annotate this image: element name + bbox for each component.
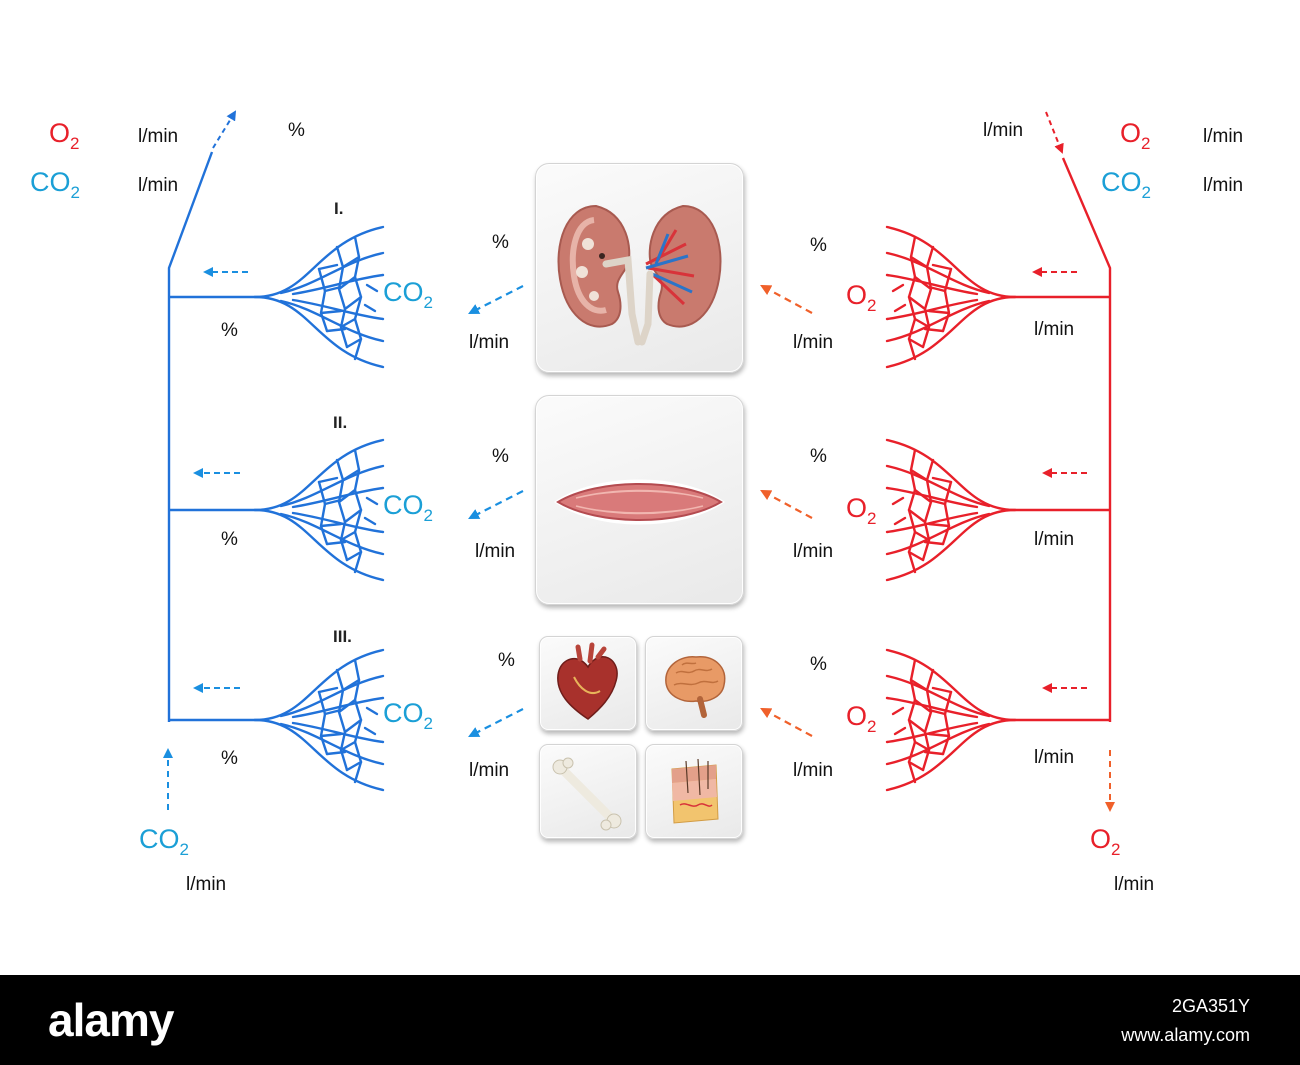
tissue-artery-unit: l/min (1034, 319, 1075, 340)
tissue-right-unit: l/min (793, 332, 834, 353)
arterial-inflow-arrow (1045, 111, 1064, 154)
tissue-left-percent: % (492, 232, 509, 253)
inflow-o2-unit: l/min (1203, 126, 1244, 147)
heart-icon (557, 642, 618, 720)
bone-tile (539, 744, 637, 839)
tissue-left-percent: % (492, 446, 509, 467)
tissue-left-unit: l/min (469, 332, 510, 353)
tissue-artery-unit: l/min (1034, 747, 1075, 768)
venous-outflow-arrow (212, 110, 237, 149)
tissue-right-percent: % (810, 235, 827, 256)
heart-tile (539, 636, 637, 731)
inflow-o2-label: O2 (1120, 118, 1151, 153)
stock-footer: alamy 2GA351Y www.alamy.com (0, 975, 1300, 1065)
tissue-numeral: I. (334, 199, 344, 218)
skin-tile (645, 744, 743, 839)
venous-trunk (167, 151, 255, 722)
outflow-o2-label: O2 (49, 118, 80, 153)
tissue-o2-label: O2 (846, 493, 877, 528)
o2-delivery-arrow (760, 284, 813, 314)
outflow-co2-label: CO2 (30, 167, 80, 202)
o2-delivery-arrow (760, 489, 813, 519)
tissue-co2-label: CO2 (383, 277, 433, 312)
o2-output-unit: l/min (1114, 874, 1155, 895)
outflow-o2-unit: l/min (138, 126, 179, 147)
co2-release-arrow (468, 490, 524, 519)
circulation-diagram (163, 110, 1115, 812)
tissue-right-unit: l/min (793, 541, 834, 562)
co2-input-label: CO2 (139, 824, 189, 859)
co2-release-arrow (468, 285, 524, 314)
tissue-vein-percent: % (221, 320, 238, 341)
venous-capillary-bed (253, 438, 385, 582)
co2-release-arrow (468, 708, 524, 737)
tissue-vein-percent: % (221, 529, 238, 550)
muscle-icon (554, 479, 725, 525)
tissue-o2-label: O2 (846, 701, 877, 736)
inflow-co2-unit: l/min (1203, 175, 1244, 196)
arterial-capillary-bed (885, 225, 1017, 369)
tissue-numeral: III. (333, 627, 352, 646)
outflow-co2-unit: l/min (138, 175, 179, 196)
arterial-capillary-bed (885, 438, 1017, 582)
o2-output-label: O2 (1090, 824, 1121, 859)
kidney-tile (535, 163, 744, 373)
venous-capillary-bed (253, 225, 385, 369)
tissue-co2-label: CO2 (383, 490, 433, 525)
venous-capillary-bed (253, 648, 385, 792)
site-url: www.alamy.com (1121, 1025, 1250, 1045)
diagram-canvas: O2 l/min CO2 l/min % l/min O2 l/min CO2 … (30, 110, 1244, 895)
tissue-left-percent: % (498, 650, 515, 671)
brain-icon (665, 656, 726, 718)
skin-icon (671, 758, 719, 824)
co2-input-unit: l/min (186, 874, 227, 895)
inflow-unit: l/min (983, 120, 1024, 141)
tissue-co2-label: CO2 (383, 698, 433, 733)
tissue-right-unit: l/min (793, 760, 834, 781)
outflow-percent: % (288, 120, 305, 141)
tissue-artery-unit: l/min (1034, 529, 1075, 550)
tissue-right-percent: % (810, 446, 827, 467)
muscle-tile (535, 395, 744, 605)
bone-icon (552, 757, 622, 831)
tissue-vein-percent: % (221, 748, 238, 769)
image-id: 2GA351Y (1171, 996, 1250, 1016)
brain-tile (645, 636, 743, 731)
kidney-icon (557, 204, 722, 346)
arterial-trunk (1015, 157, 1112, 722)
tissue-right-percent: % (810, 654, 827, 675)
tissue-o2-label: O2 (846, 280, 877, 315)
tissue-left-unit: l/min (469, 760, 510, 781)
tissue-left-unit: l/min (475, 541, 516, 562)
brand-logo: alamy (48, 994, 174, 1046)
o2-delivery-arrow (760, 707, 813, 737)
inflow-co2-label: CO2 (1101, 167, 1151, 202)
arterial-capillary-bed (885, 648, 1017, 792)
tissue-numeral: II. (333, 413, 348, 432)
